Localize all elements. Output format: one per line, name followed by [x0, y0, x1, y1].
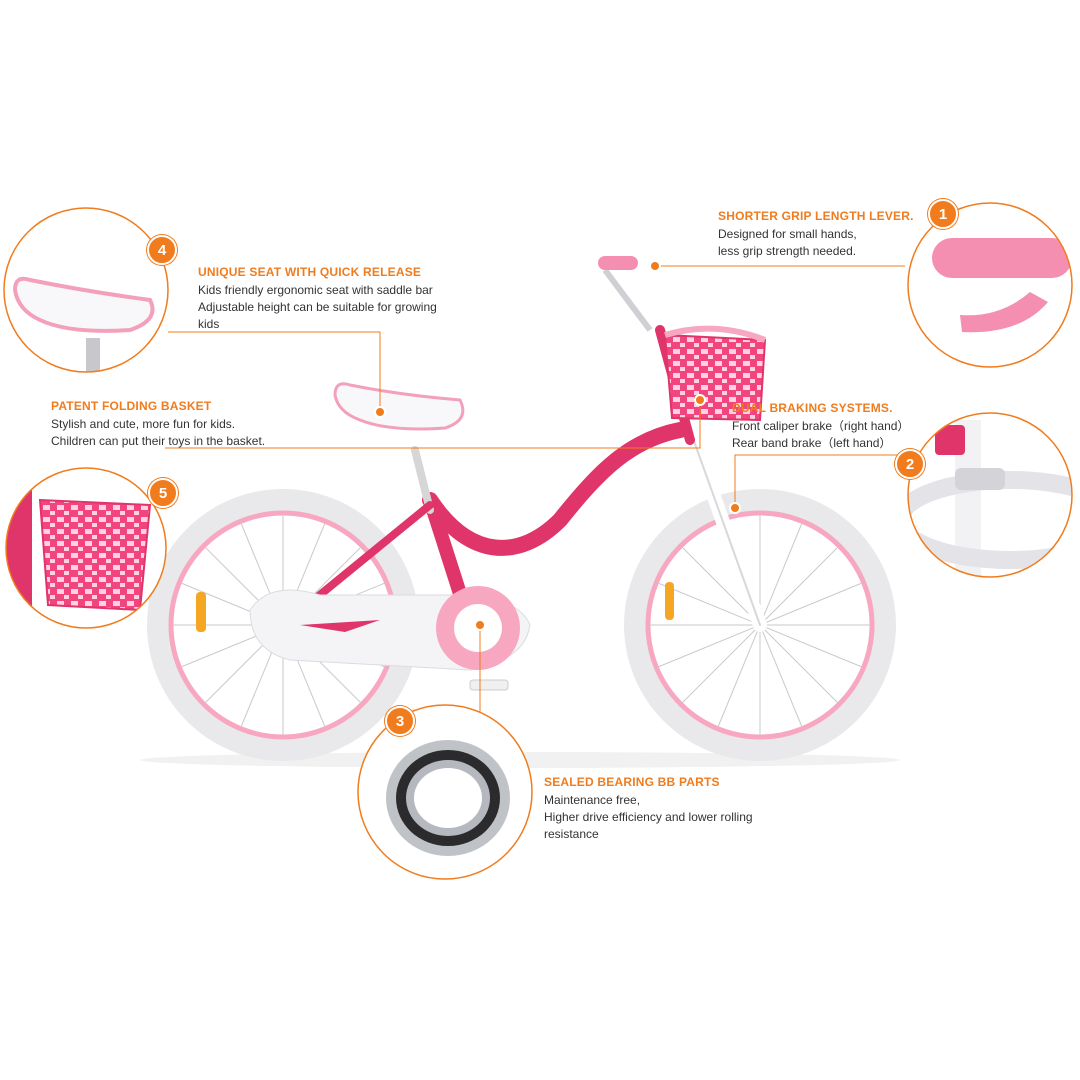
feature-4-line-1: Kids friendly ergonomic seat with saddle…	[198, 283, 433, 297]
callout-basket	[5, 467, 167, 629]
feature-2-badge: 2	[895, 449, 925, 479]
feature-2-text: DUAL BRAKING SYSTEMS. Front caliper brak…	[732, 401, 909, 452]
feature-1-text: SHORTER GRIP LENGTH LEVER. Designed for …	[718, 209, 914, 260]
handlebar	[598, 256, 653, 332]
feature-3-line-2: Higher drive efficiency and lower rollin…	[544, 810, 753, 824]
callout-grip-lever	[907, 202, 1073, 368]
bike-seat	[333, 382, 465, 431]
feature-2-line-2: Rear band brake（left hand）	[732, 436, 892, 450]
feature-1-badge: 1	[928, 199, 958, 229]
feature-4-title: UNIQUE SEAT WITH QUICK RELEASE	[198, 265, 422, 279]
feature-1-title: SHORTER GRIP LENGTH LEVER.	[718, 209, 914, 223]
feature-5-line-2: Children can put their toys in the baske…	[51, 434, 266, 448]
front-wheel	[624, 489, 896, 761]
feature-2-line-1: Front caliper brake（right hand）	[732, 419, 910, 433]
feature-5-title: PATENT FOLDING BASKET	[51, 399, 212, 413]
leader-dots	[374, 260, 741, 631]
feature-5-badge: 5	[148, 478, 178, 508]
feature-3-title: SEALED BEARING BB PARTS	[544, 775, 720, 789]
feature-4-line-3: kids	[198, 317, 220, 331]
callout-bearing	[357, 704, 533, 880]
feature-5-text: PATENT FOLDING BASKET Stylish and cute, …	[51, 399, 265, 450]
feature-4-line-2: Adjustable height can be suitable for gr…	[198, 300, 437, 314]
feature-3-line-1: Maintenance free,	[544, 793, 641, 807]
feature-1-line-1: Designed for small hands,	[718, 227, 857, 241]
feature-3-badge: 3	[385, 706, 415, 736]
feature-5-line-1: Stylish and cute, more fun for kids.	[51, 417, 236, 431]
callout-brake	[907, 412, 1073, 578]
leader-lines	[165, 265, 905, 715]
feature-3-line-3: resistance	[544, 827, 599, 841]
feature-2-title: DUAL BRAKING SYSTEMS.	[732, 401, 893, 415]
feature-3-text: SEALED BEARING BB PARTS Maintenance free…	[544, 775, 753, 843]
front-basket	[663, 325, 767, 422]
feature-4-badge: 4	[147, 235, 177, 265]
callout-seat	[3, 207, 169, 373]
feature-4-text: UNIQUE SEAT WITH QUICK RELEASE Kids frie…	[198, 265, 437, 333]
feature-1-line-2: less grip strength needed.	[718, 244, 857, 258]
